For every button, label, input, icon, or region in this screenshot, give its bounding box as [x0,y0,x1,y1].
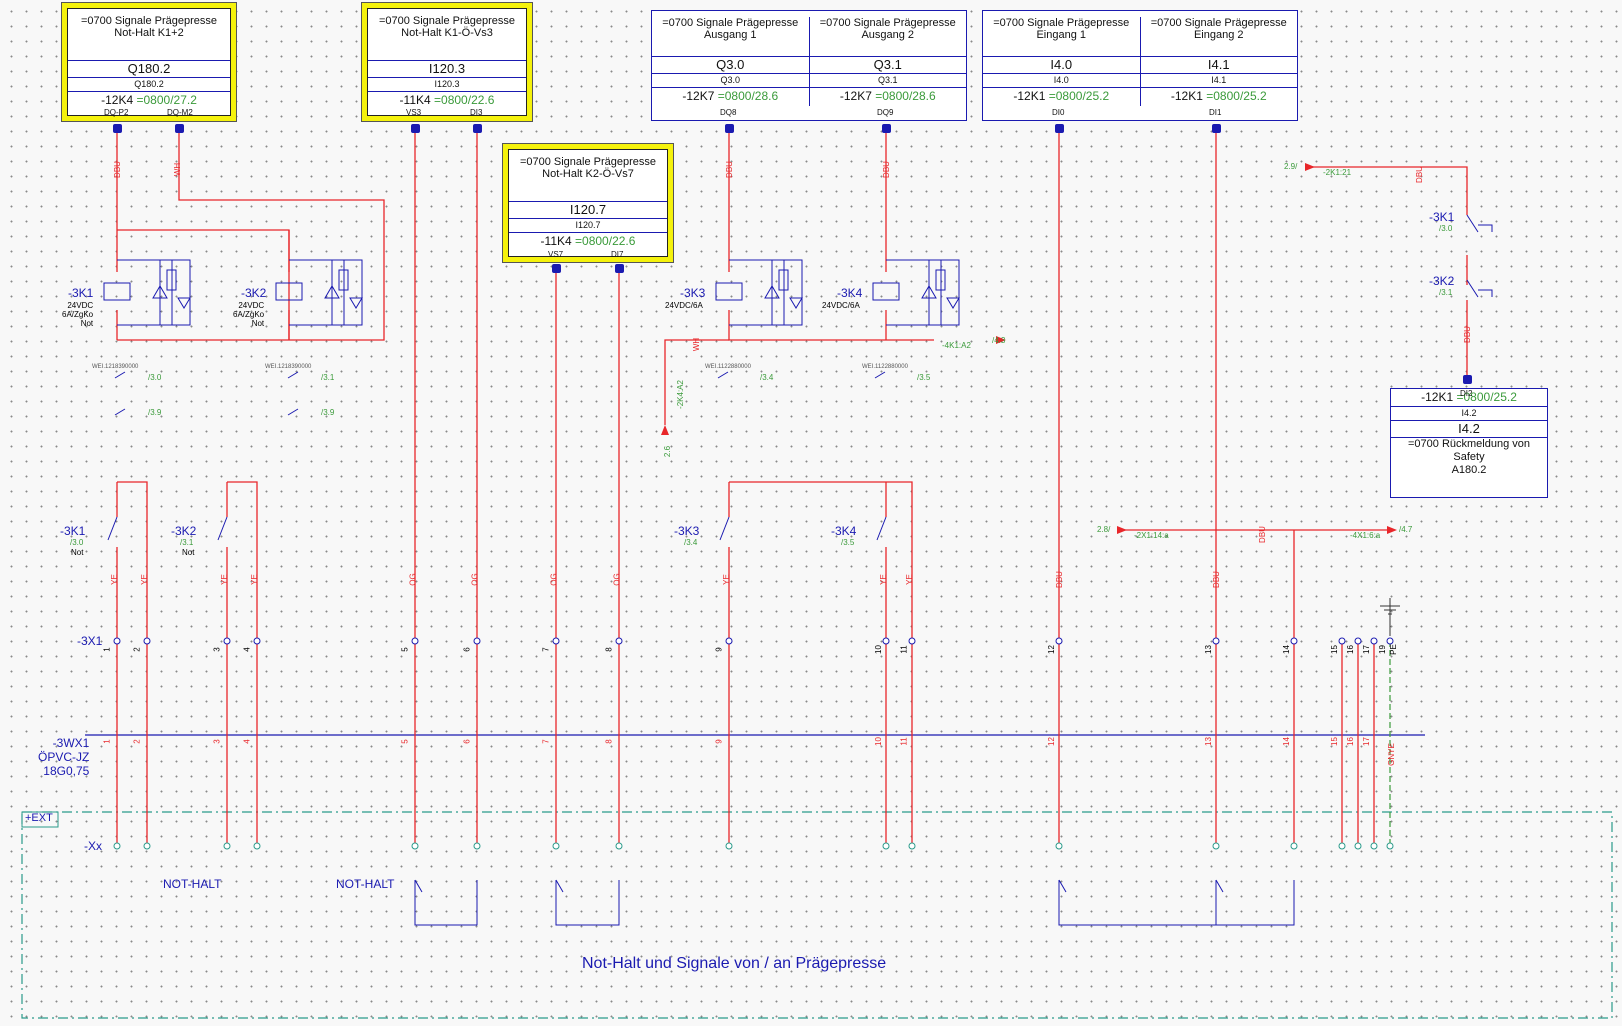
cable-core-number: 4 [242,739,252,744]
terminal-number: 5 [400,647,410,652]
terminal-number: 19 [1377,645,1387,654]
pin-label: DQ-M2 [167,108,193,117]
terminal-number: 14 [1281,645,1291,654]
pin-label: DI2 [1460,389,1473,398]
cable-core-number: 5 [400,739,410,744]
cable-core-number: 13 [1203,737,1213,746]
plc-box-i4: =0700 Signale Prägepresse Eingang 1=0700… [982,10,1298,121]
cable-core-number: 6 [462,739,472,744]
plc-box-i120-7: =0700 Signale Prägepresse Not-Halt K2-Ö-… [502,143,674,263]
cable-core-number: 14 [1281,737,1291,746]
cable-core-number: 15 [1329,737,1339,746]
cable-core-number: 1 [102,739,112,744]
plc-box-q3: =0700 Signale Prägepresse Ausgang 1=0700… [651,10,967,121]
terminal-number: 12 [1046,645,1056,654]
cable-core-number: 17 [1361,737,1371,746]
cable-core-number: 9 [714,739,724,744]
relay-tag-k2: -3K2 [241,286,267,300]
ext-area-frame [21,811,1613,1019]
terminal-number: 16 [1345,645,1355,654]
pin-label: DI3 [470,108,483,117]
cable-core-number: 7 [541,739,551,744]
part-number: WEI.1122880000 [705,364,751,370]
cable-core-number: 12 [1046,737,1056,746]
terminal-number: 9 [714,647,724,652]
relay-tag-k4: -3K4 [837,286,863,300]
plc-box-q180-2: =0700 Signale Prägepresse Not-Halt K1+2 … [61,2,237,122]
plc-box-i4-2: -12K1 =0800/25.2 I4.2 I4.2 =0700 Rückmel… [1390,388,1548,498]
terminal-number: 6 [462,647,472,652]
cable-core-number: 2 [132,739,142,744]
cable-core-number: 11 [899,737,909,746]
pin-label: DI7 [611,250,624,259]
pin-label: DQ9 [877,108,894,117]
cable-core-number: 3 [212,739,222,744]
relay-tag-k3: -3K3 [680,286,706,300]
pin-label: DQ-P2 [104,108,129,117]
part-number: WEI.1122880000 [862,364,908,370]
terminal-number: 4 [242,647,252,652]
terminal-number: PE [1388,644,1398,655]
cable-core-number: 10 [873,737,883,746]
terminal-strip-tag: -3X1 [77,634,103,648]
part-number: WEI.1218390000 [265,364,312,370]
cable-core-number: 16 [1345,737,1355,746]
terminal-number: 13 [1203,645,1213,654]
ext-location-tag: +EXT [25,812,53,824]
relay-tag-k1: -3K1 [68,286,94,300]
pin-label: DQ8 [720,108,737,117]
not-halt-label: NOT-HALT [163,877,222,891]
plc-box-i120-3: =0700 Signale Prägepresse Not-Halt K1-Ö-… [361,2,533,122]
part-number: WEI.1218390000 [92,364,139,370]
terminal-number: 7 [541,647,551,652]
pin-label: VS3 [406,108,422,117]
not-halt-label: NOT-HALT [336,877,395,891]
terminal-number: 17 [1361,645,1371,654]
pin-label: DI0 [1052,108,1065,117]
terminal-number: 2 [132,647,142,652]
terminal-number: 11 [899,645,909,654]
pin-label: DI1 [1209,108,1222,117]
ext-connector-tag: -Xx [84,839,102,853]
terminal-number: 1 [102,647,112,652]
terminal-number: 8 [604,647,614,652]
terminal-number: 10 [873,645,883,654]
cable-core-number: 8 [604,739,614,744]
terminal-number: 15 [1329,645,1339,654]
pin-label: VS7 [548,250,564,259]
cable-label: -3WX1 ÖPVC-JZ 18G0,75 [38,736,90,778]
page-title: Not-Halt und Signale von / an Prägepress… [582,955,887,972]
terminal-number: 3 [212,647,222,652]
